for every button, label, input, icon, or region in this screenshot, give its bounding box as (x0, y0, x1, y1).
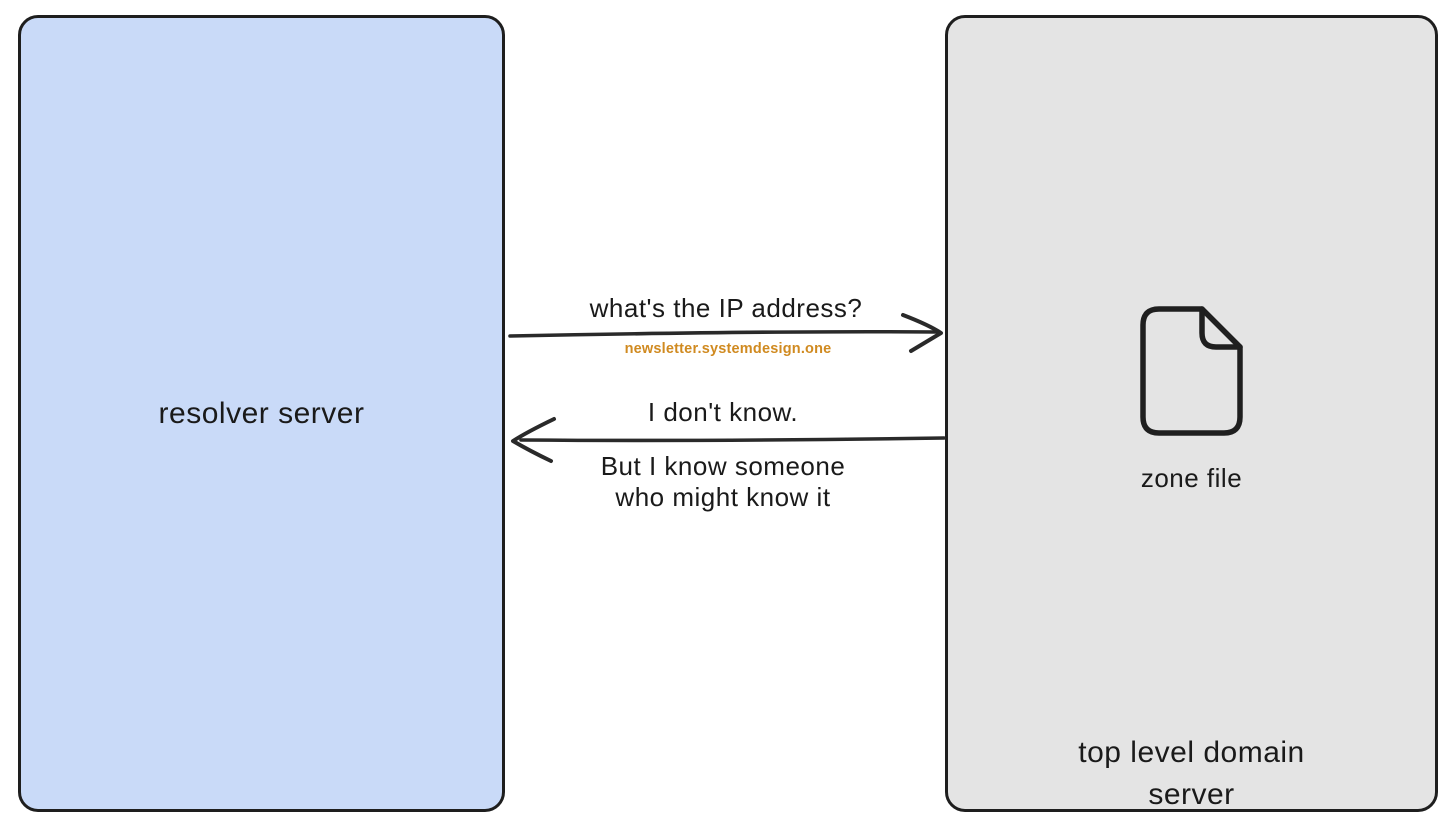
request-arrow-sublabel: newsletter.systemdesign.one (624, 341, 832, 357)
resolver-server-box: resolver server (18, 15, 505, 812)
request-arrow-label: what's the IP address? (589, 293, 863, 323)
tld-server-box: zone file top level domain server (945, 15, 1438, 812)
response-arrow-label: I don't know. (647, 397, 799, 427)
zone-file-icon (1139, 306, 1244, 441)
resolver-server-label: resolver server (158, 396, 365, 430)
zone-file-label: zone file (1140, 463, 1243, 493)
zone-file-group: zone file (948, 306, 1435, 494)
response-arrow-sublabel: But I know someone who might know it (600, 451, 846, 512)
tld-server-label: top level domain server (1078, 736, 1305, 811)
